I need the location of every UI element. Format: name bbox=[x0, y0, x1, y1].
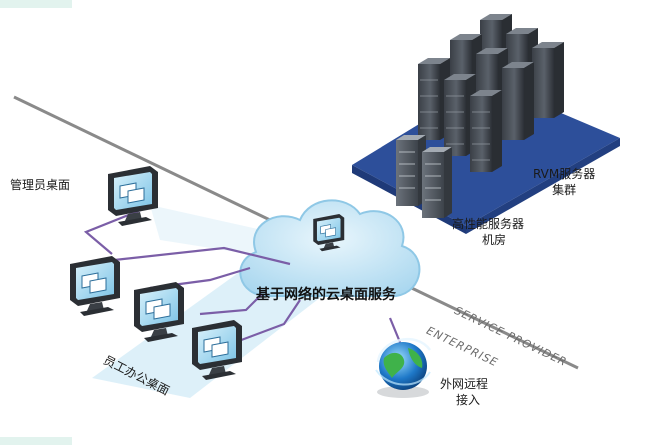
admin-desktop-monitor-icon bbox=[107, 165, 159, 227]
corner-accent-bottom bbox=[0, 437, 72, 445]
rvm-server-racks bbox=[418, 14, 564, 172]
corner-accent-top bbox=[0, 0, 72, 8]
remote-access-label: 外网远程 接入 bbox=[440, 376, 488, 408]
remote-access-label-line2: 接入 bbox=[456, 393, 481, 407]
staff-desktop-monitor-icon-1 bbox=[69, 255, 121, 317]
cloud-service-label: 基于网络的云桌面服务 bbox=[256, 287, 396, 303]
rvm-cluster-label-line1: RVM服务器 bbox=[533, 167, 596, 181]
rvm-cluster-label: RVM服务器 集群 bbox=[533, 166, 595, 198]
rvm-cluster-label-line2: 集群 bbox=[552, 183, 577, 197]
server-room-label-line1: 高性能服务器 bbox=[452, 217, 525, 231]
server-room-label: 高性能服务器 机房 bbox=[452, 216, 524, 248]
remote-access-label-line1: 外网远程 bbox=[440, 377, 489, 391]
admin-desktop-label: 管理员桌面 bbox=[10, 178, 71, 192]
server-room-units bbox=[396, 135, 452, 218]
globe-icon bbox=[375, 317, 432, 398]
server-room-label-line2: 机房 bbox=[482, 233, 507, 247]
